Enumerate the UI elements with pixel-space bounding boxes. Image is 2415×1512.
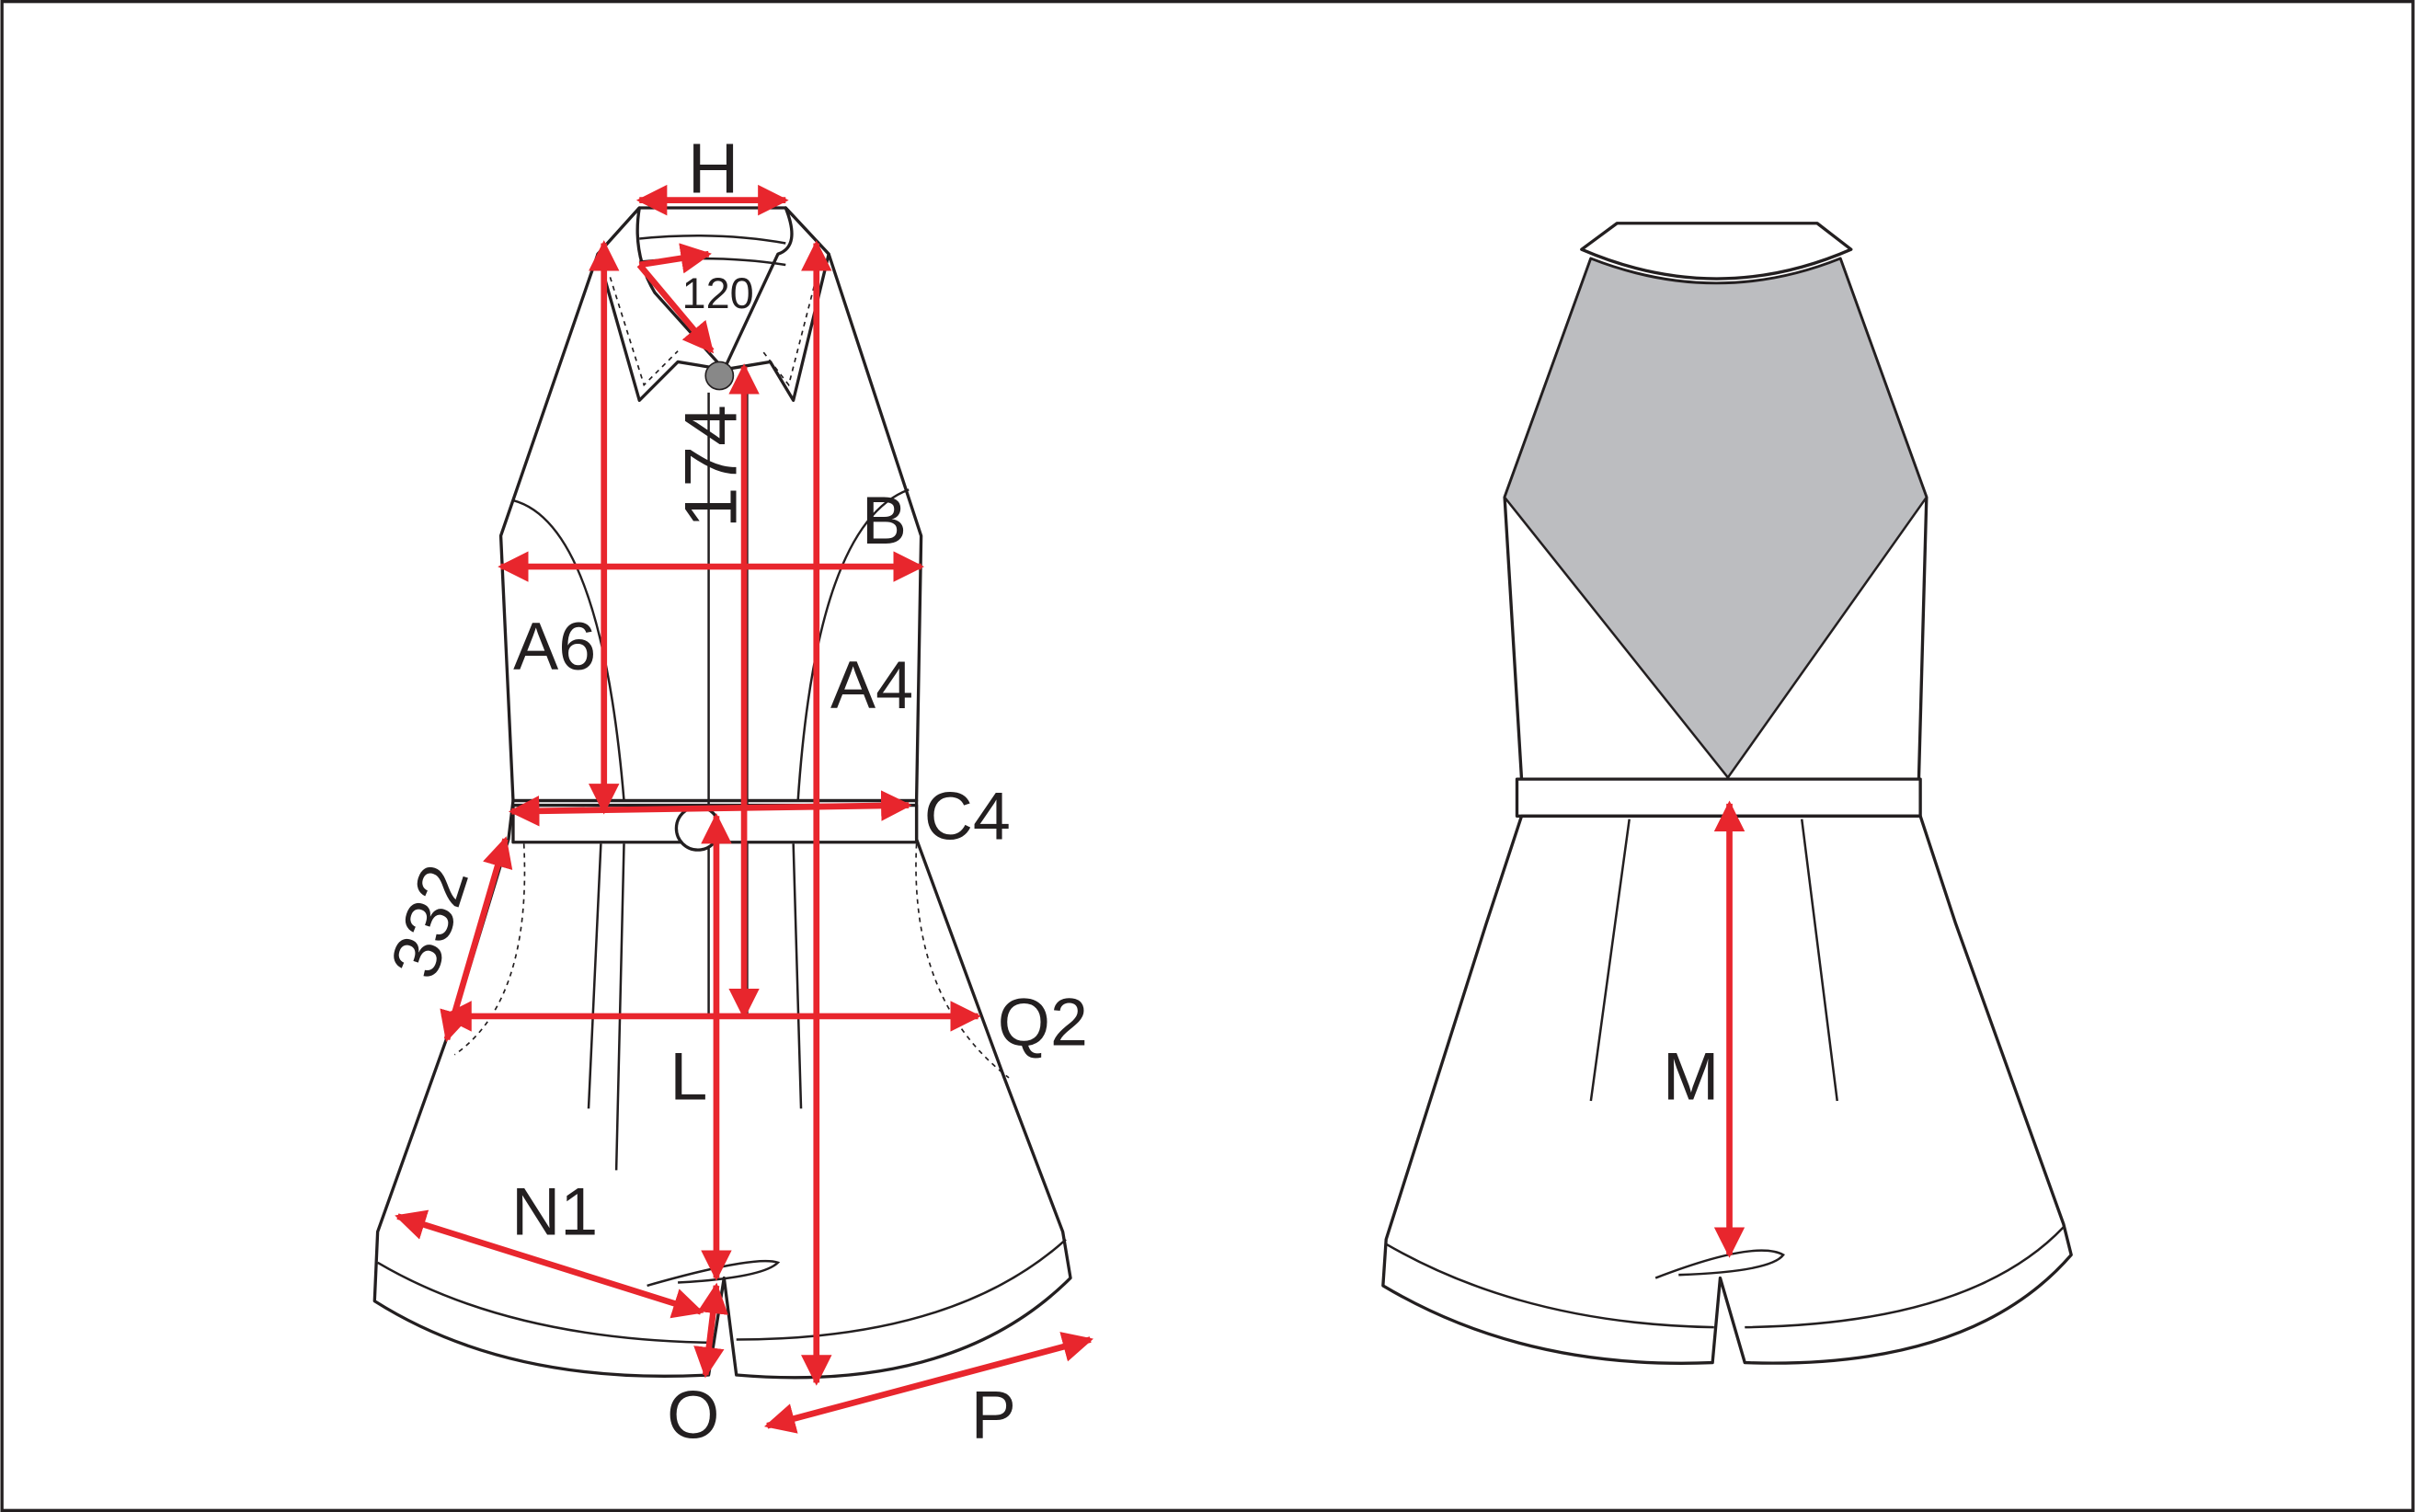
label-A4: A4	[830, 647, 913, 723]
back-waistband	[1515, 777, 1922, 818]
label-C4: C4	[924, 777, 1011, 853]
arrow-C4	[508, 790, 912, 827]
collar-button	[704, 361, 735, 391]
arrow-N1	[395, 1209, 704, 1319]
label-M: M	[1663, 1037, 1719, 1114]
arrow-120a	[638, 243, 712, 274]
belt-buckle	[674, 805, 721, 852]
back-collar	[1580, 222, 1853, 281]
label-P: P	[971, 1377, 1016, 1453]
arrow-O	[693, 1282, 728, 1379]
label-N1: N1	[511, 1174, 598, 1250]
label-B: B	[862, 482, 907, 558]
front-labels: H 120 174 B A6 A4 C4 332 Q2 L N1 O P	[375, 129, 1088, 1452]
label-A6: A6	[513, 608, 596, 684]
label-Q2: Q2	[998, 984, 1088, 1060]
label-O: O	[667, 1377, 719, 1453]
label-L: L	[670, 1037, 707, 1114]
label-120: 120	[682, 269, 754, 317]
front-measurements	[395, 184, 1094, 1434]
back-view: M	[1381, 222, 2073, 1365]
back-shaded-panel	[1503, 257, 1929, 780]
label-H: H	[688, 129, 739, 208]
arrow-120b	[636, 262, 715, 354]
label-174: 174	[670, 405, 753, 528]
arrow-P	[763, 1332, 1094, 1434]
